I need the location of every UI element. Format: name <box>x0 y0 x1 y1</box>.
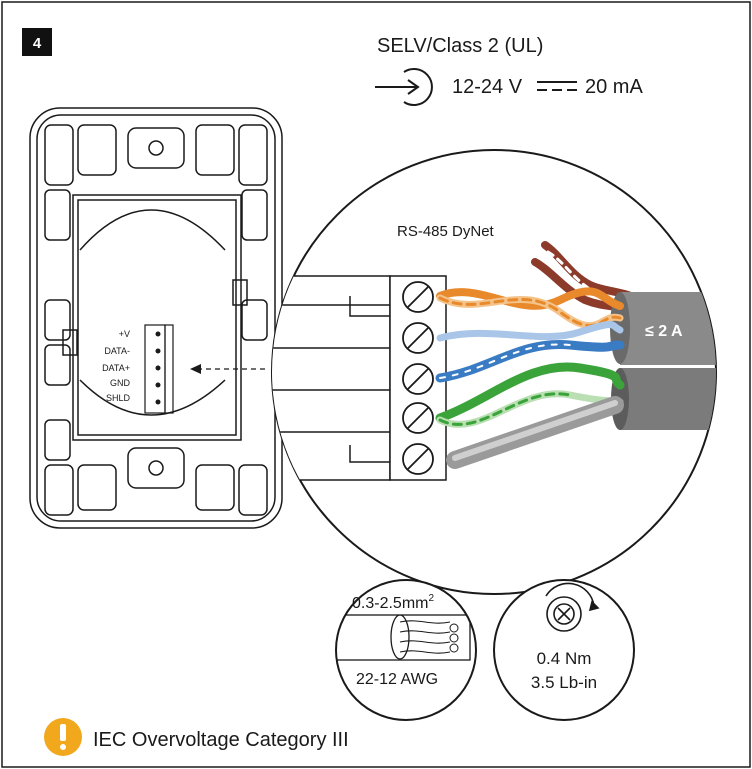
torque-circle <box>493 579 635 721</box>
zoom-pointer-arrow <box>190 364 265 374</box>
stripped-wire-icon <box>336 614 471 661</box>
terminal-label-data-plus: DATA+ <box>102 363 130 373</box>
wire-cross-section-sup: 2 <box>428 593 434 604</box>
terminal-label-vplus: +V <box>119 329 130 339</box>
supply-current-label: 20 mA <box>585 76 643 98</box>
supply-voltage-label: 12-24 V <box>452 76 523 98</box>
dc-symbol-icon <box>537 81 577 91</box>
warning-icon <box>44 718 82 756</box>
power-input-icon <box>375 68 433 106</box>
terminal-screws <box>402 281 434 475</box>
orange-wire-pair <box>436 287 624 330</box>
wire-cross-section-label: 0.3-2.5mm2 <box>352 593 434 612</box>
screwdriver-torque-icon <box>545 582 600 632</box>
step-badge: 4 <box>22 28 52 56</box>
torque-imperial-label: 3.5 Lb-in <box>531 673 597 692</box>
overvoltage-category-label: IEC Overvoltage Category III <box>93 729 349 751</box>
blue-wire-pair <box>435 321 625 383</box>
step-number: 4 <box>33 35 42 52</box>
wire-cross-section-value: 0.3-2.5mm <box>352 595 428 612</box>
bus-label: RS-485 DyNet <box>397 223 495 240</box>
cable-rating-label: ≤ 2 A <box>645 323 683 340</box>
device-terminal-block <box>144 324 174 414</box>
supply-standard-label: SELV/Class 2 (UL) <box>377 35 543 57</box>
device-faceplate <box>29 107 283 529</box>
terminal-label-gnd: GND <box>110 378 131 388</box>
torque-metric-label: 0.4 Nm <box>537 649 592 668</box>
cable-jacket-bottom <box>611 368 716 430</box>
terminal-label-shld: SHLD <box>106 393 131 403</box>
wire-gauge-label: 22-12 AWG <box>356 671 438 688</box>
terminal-label-data-minus: DATA- <box>104 346 130 356</box>
shield-drain-wire <box>446 396 624 469</box>
